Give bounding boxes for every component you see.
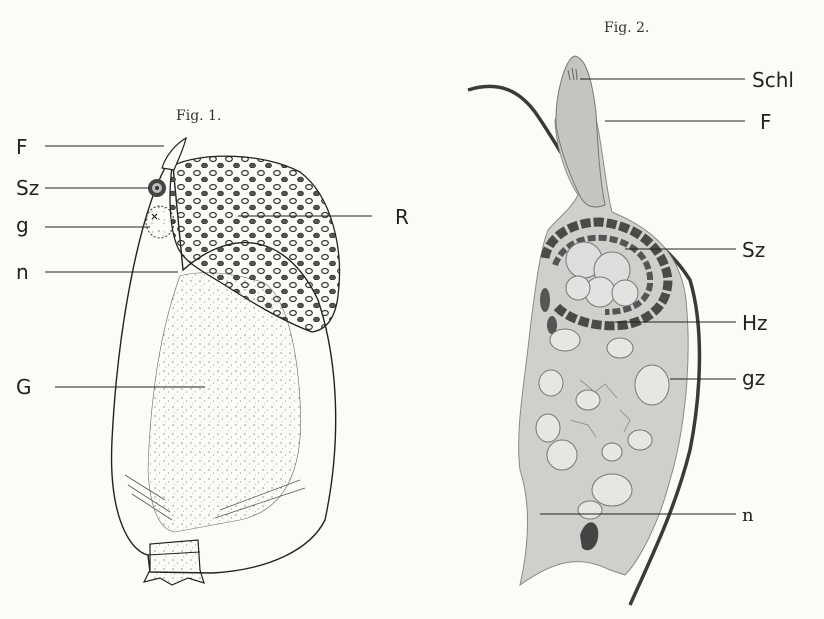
fig2-label-Hz: Hz [742,311,768,335]
fig2-label-gz: gz [742,366,765,390]
fig1-ganglion [146,206,174,238]
fig1-label-g: g [16,213,29,237]
fig2-drawing [468,56,699,605]
fig1-label-G: G [16,375,32,399]
fig2-label-Sz: Sz [742,238,765,262]
fig1-label-n: n [16,260,29,284]
fig2-title: Fig. 2. [604,20,649,36]
fig1-label-F: F [16,135,28,159]
fig2-body [519,102,689,585]
fig1-base-tube [144,540,204,585]
fig1-drawing [112,138,340,585]
fig2-label-Schl: Schl [752,68,794,92]
fig2-label-F: F [760,110,772,134]
fig1-label-Sz: Sz [16,176,39,200]
fig1-label-R: R [395,205,409,229]
fig1-sz-cluster [148,179,166,197]
fig1-title: Fig. 1. [176,108,221,124]
fig2-label-n: n [742,505,754,526]
